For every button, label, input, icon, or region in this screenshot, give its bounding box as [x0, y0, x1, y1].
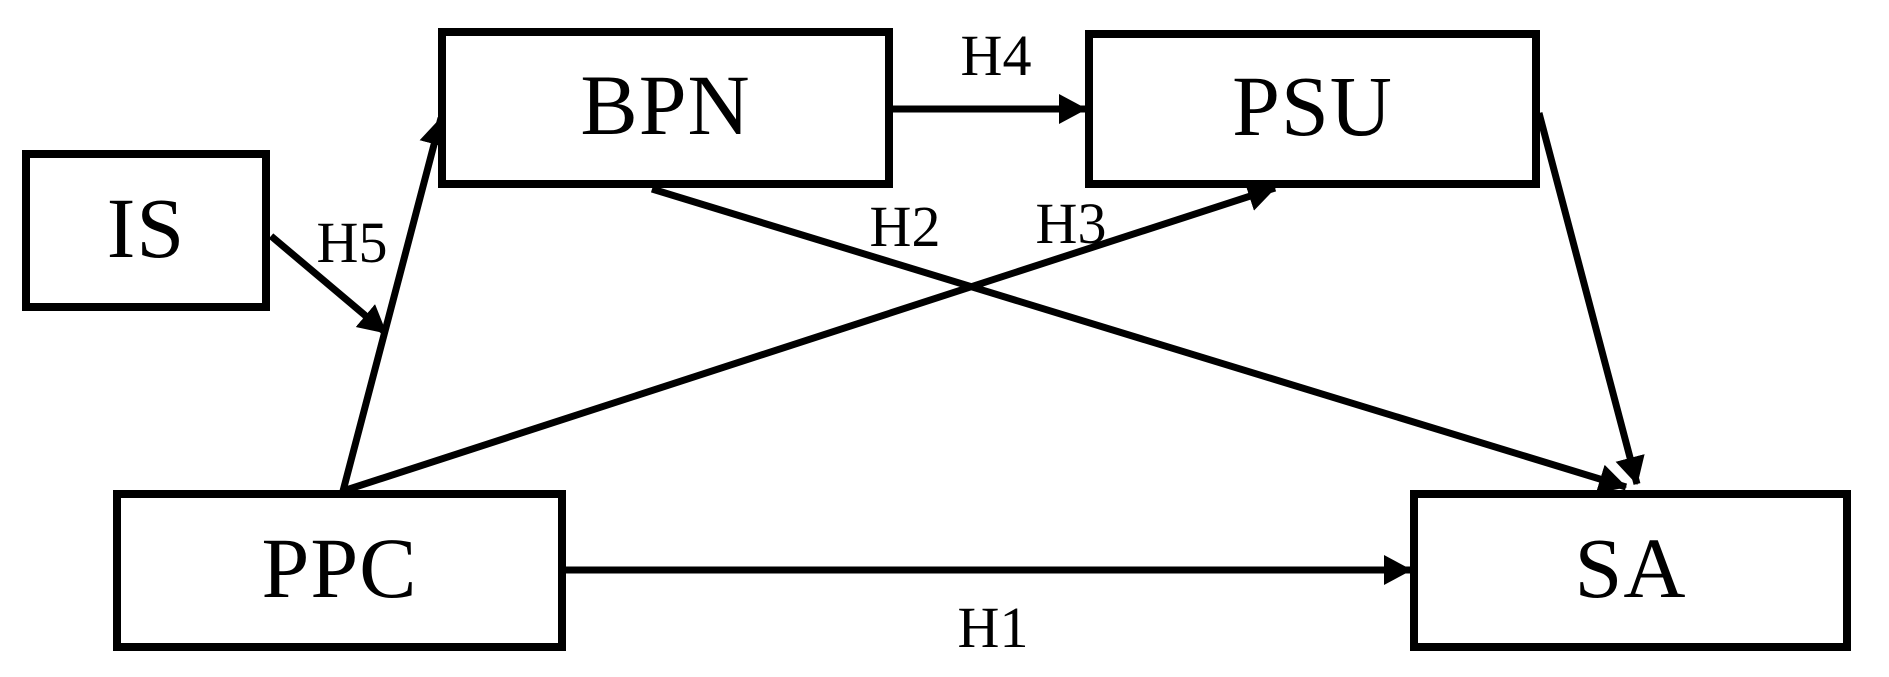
edge-label-h5: H5: [316, 210, 388, 275]
edge-label-h1: H1: [957, 595, 1029, 660]
node-bpn-label: BPN: [580, 57, 751, 153]
node-bpn: BPN: [438, 28, 893, 188]
arrow-h3-ppc-to-psu: [341, 182, 1277, 495]
arrow-h2-bpn-to-sa: [650, 185, 1628, 494]
node-ppc: PPC: [113, 490, 566, 651]
edge-label-h4: H4: [960, 23, 1032, 88]
arrow-psu-to-sa: [1535, 112, 1645, 485]
node-psu: PSU: [1085, 30, 1540, 188]
node-is: IS: [22, 150, 270, 311]
node-sa: SA: [1410, 490, 1851, 651]
node-psu-label: PSU: [1232, 58, 1393, 154]
node-sa-label: SA: [1574, 519, 1687, 616]
arrow-ppc-to-bpn: [339, 117, 449, 492]
node-ppc-label: PPC: [261, 519, 418, 616]
edge-label-h2: H2: [869, 194, 941, 259]
node-is-label: IS: [106, 179, 186, 276]
arrow-h5-is-to-path: [268, 233, 389, 336]
edge-label-h3: H3: [1035, 191, 1107, 256]
